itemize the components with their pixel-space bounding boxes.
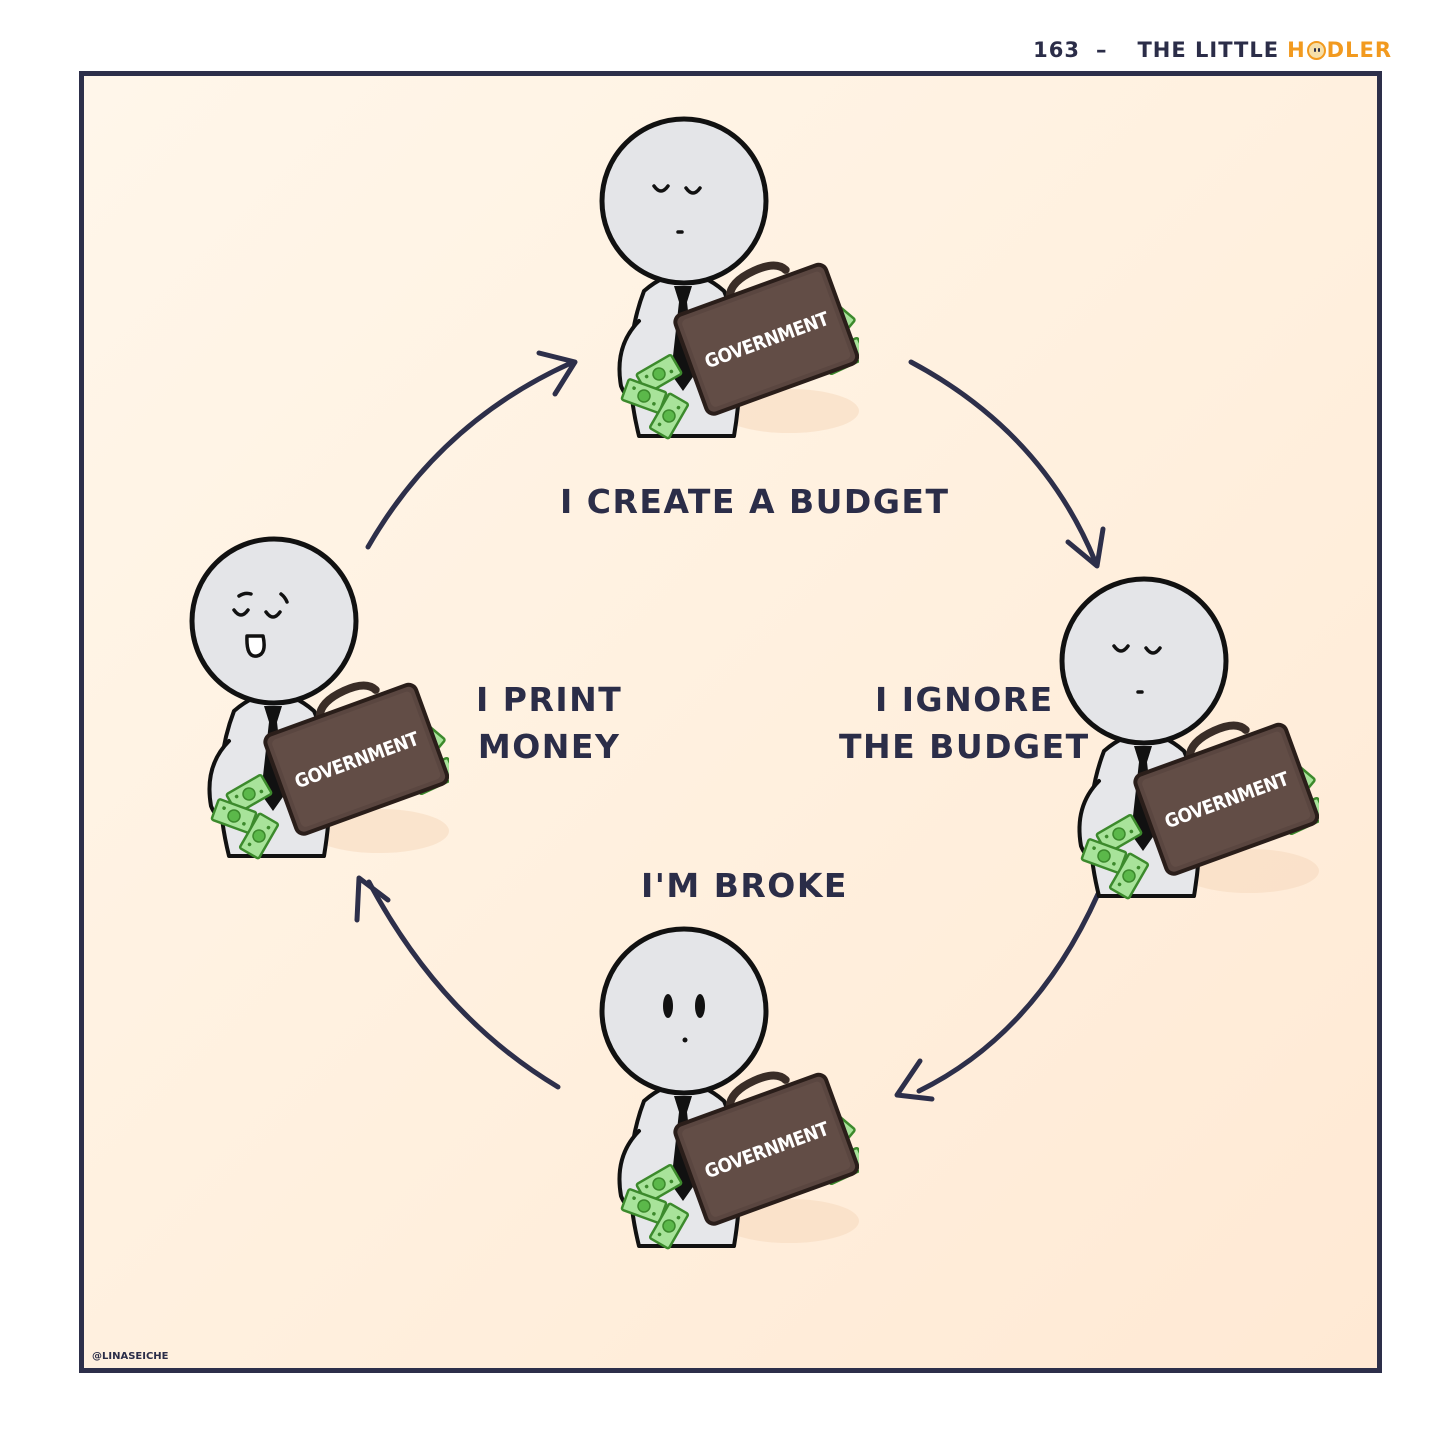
arrow-icon-top-to-right	[908, 359, 1098, 564]
artist-credit: @LINASEICHE	[92, 1351, 169, 1362]
series-title-hodler: H DLER	[1287, 38, 1392, 62]
arrow-icon-right-to-bottom	[916, 891, 1101, 1094]
series-title-letters-dler: DLER	[1326, 38, 1392, 62]
header-separator: –	[1095, 38, 1108, 62]
briefcase-icon: GOVERNMENT	[673, 261, 860, 416]
figure-illustration: GOVERNMENT	[599, 926, 868, 1250]
arrow-icon-left-to-top	[365, 360, 574, 550]
figure-bottom: GOVERNMENT	[599, 916, 868, 1260]
comic-header: 163 – THE LITTLE H DLER	[1033, 34, 1392, 66]
caption-print-line-2: MONEY	[477, 727, 621, 766]
figure-right: GOVERNMENT	[1059, 566, 1328, 910]
caption-create-budget: I CREATE A BUDGET	[560, 482, 950, 521]
series-title-prefix: THE LITTLE	[1137, 38, 1280, 62]
smiling-coin-icon	[1306, 40, 1326, 60]
briefcase-icon: GOVERNMENT	[673, 1071, 860, 1226]
cycle-arrows	[354, 350, 1106, 1102]
caption-broke: I'M BROKE	[641, 866, 848, 905]
caption-ignore-line-2: THE BUDGET	[839, 727, 1090, 766]
briefcase-icon: GOVERNMENT	[1133, 721, 1320, 876]
comic-panel: GOVERNMENT GOVERNMENT GOVERNMENT GOVERNM…	[79, 71, 1382, 1373]
arrow-icon-bottom-to-left	[366, 879, 561, 1090]
figure-illustration: GOVERNMENT	[1059, 576, 1328, 900]
caption-ignore-line-1: I IGNORE	[874, 680, 1054, 719]
caption-ignore-budget: I IGNORE THE BUDGET	[839, 676, 1090, 770]
figure-illustration: GOVERNMENT	[599, 116, 868, 440]
caption-print-money: I PRINT MONEY	[476, 676, 622, 770]
series-title-letter-h: H	[1287, 38, 1306, 62]
briefcase-icon: GOVERNMENT	[263, 681, 450, 836]
figure-left: GOVERNMENT	[189, 526, 458, 870]
figure-top: GOVERNMENT	[599, 106, 868, 450]
page-number: 163	[1033, 38, 1080, 62]
figure-illustration: GOVERNMENT	[189, 536, 458, 860]
caption-print-line-1: I PRINT	[476, 680, 623, 719]
